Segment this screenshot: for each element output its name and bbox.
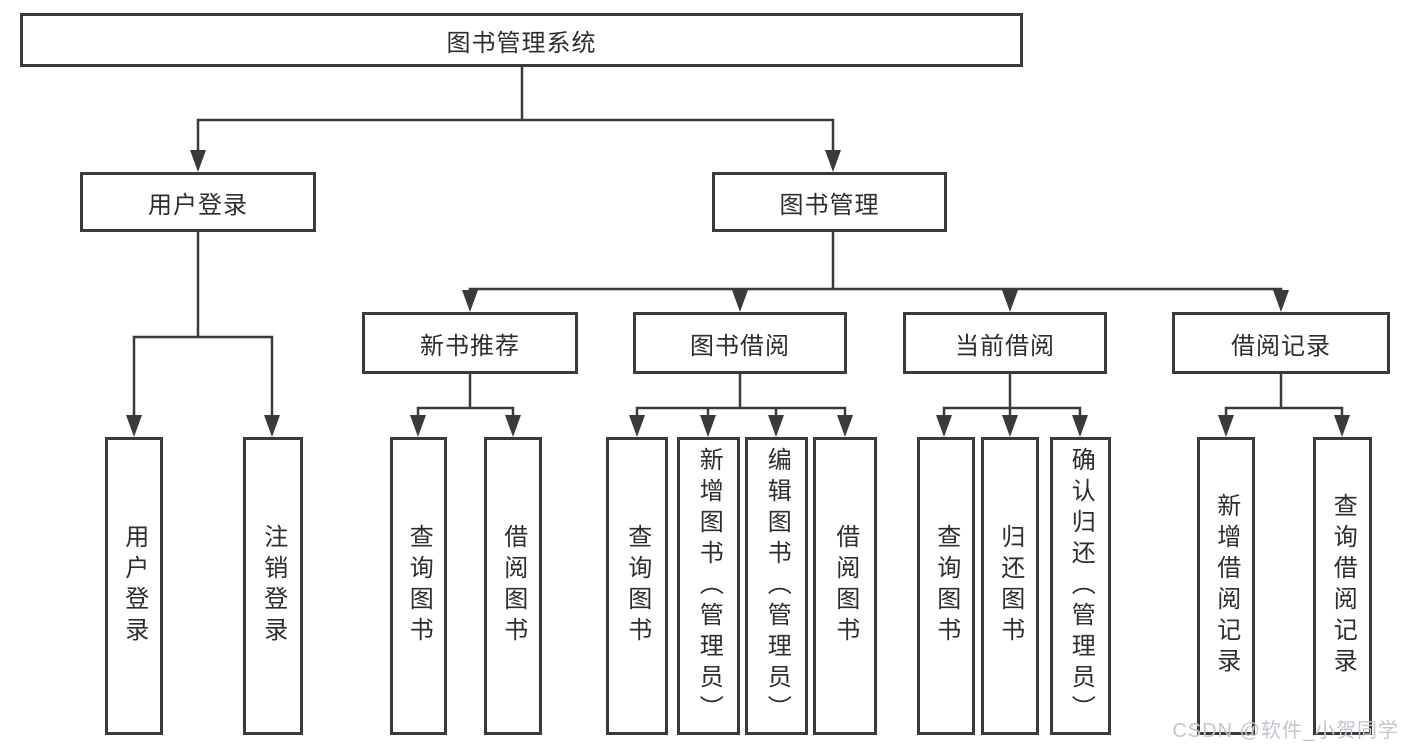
node-user-login-label: 用户登录 <box>148 191 248 219</box>
leaf-query-book-3-label: 查询图书 <box>932 524 960 648</box>
node-borrow-records-label: 借阅记录 <box>1231 332 1331 360</box>
node-book-management: 图书管理 <box>712 172 947 232</box>
leaf-logout: 注销登录 <box>243 437 303 735</box>
node-root: 图书管理系统 <box>20 13 1023 67</box>
node-root-label: 图书管理系统 <box>446 29 597 57</box>
leaf-logout-label: 注销登录 <box>259 524 287 648</box>
leaf-query-borrow-record-label: 查询借阅记录 <box>1329 493 1357 679</box>
leaf-query-book-3: 查询图书 <box>917 437 975 735</box>
leaf-add-borrow-record-label: 新增借阅记录 <box>1212 493 1240 679</box>
leaf-edit-book-admin-label: 编辑图书（管理员） <box>763 446 791 726</box>
csdn-watermark: CSDN @软件_小贺同学 <box>1172 720 1399 742</box>
leaf-query-book-2: 查询图书 <box>606 437 668 735</box>
node-book-borrow-label: 图书借阅 <box>690 332 790 360</box>
node-book-management-label: 图书管理 <box>779 191 880 219</box>
leaf-user-login: 用户登录 <box>105 437 163 735</box>
leaf-query-book-1-label: 查询图书 <box>405 524 433 648</box>
leaf-query-borrow-record: 查询借阅记录 <box>1313 437 1372 735</box>
leaf-borrow-book-1-label: 借阅图书 <box>499 524 527 648</box>
leaf-add-borrow-record: 新增借阅记录 <box>1197 437 1255 735</box>
leaf-user-login-label: 用户登录 <box>120 524 148 648</box>
leaf-confirm-return-admin-label: 确认归还（管理员） <box>1067 446 1095 726</box>
node-book-borrow: 图书借阅 <box>633 312 847 374</box>
leaf-query-book-1: 查询图书 <box>390 437 447 735</box>
leaf-return-book-label: 归还图书 <box>996 524 1024 648</box>
node-new-book-recommend: 新书推荐 <box>362 312 578 374</box>
leaf-borrow-book-1: 借阅图书 <box>484 437 542 735</box>
leaf-edit-book-admin: 编辑图书（管理员） <box>745 437 808 735</box>
leaf-query-book-2-label: 查询图书 <box>623 524 651 648</box>
node-current-borrow: 当前借阅 <box>903 312 1107 374</box>
leaf-borrow-book-2-label: 借阅图书 <box>831 524 859 648</box>
leaf-borrow-book-2: 借阅图书 <box>813 437 877 735</box>
leaf-add-book-admin: 新增图书（管理员） <box>677 437 740 735</box>
node-new-book-recommend-label: 新书推荐 <box>420 332 520 360</box>
node-borrow-records: 借阅记录 <box>1172 312 1390 374</box>
node-current-borrow-label: 当前借阅 <box>955 332 1055 360</box>
leaf-confirm-return-admin: 确认归还（管理员） <box>1050 437 1111 735</box>
leaf-add-book-admin-label: 新增图书（管理员） <box>695 446 723 726</box>
node-user-login: 用户登录 <box>80 172 316 232</box>
leaf-return-book: 归还图书 <box>981 437 1039 735</box>
